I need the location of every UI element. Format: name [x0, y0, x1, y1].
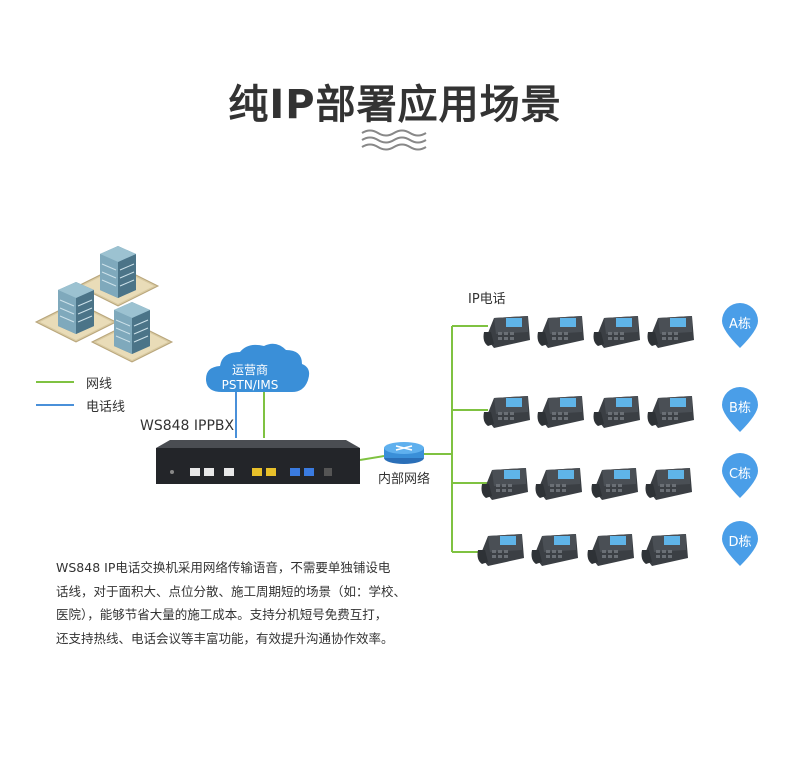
location-marker-icon: D栋 — [722, 521, 758, 566]
ip-phone-icon — [591, 468, 638, 500]
ip-phone-icon — [647, 316, 694, 348]
ip-phone-icon — [531, 534, 578, 566]
router-label: 内部网络 — [378, 472, 431, 487]
phone-row-b — [483, 396, 694, 428]
ip-phone-icon — [535, 468, 582, 500]
building-label: A栋 — [729, 316, 751, 332]
ip-phone-icon — [593, 316, 640, 348]
phone-row-c — [481, 468, 692, 500]
ip-phone-icon — [477, 534, 524, 566]
cloud-label-line2: PSTN/IMS — [222, 378, 279, 392]
ip-phone-icon — [587, 534, 634, 566]
building-label: B栋 — [729, 400, 751, 416]
ip-phone-icon — [481, 468, 528, 500]
device-label: WS848 IPPBX — [140, 418, 235, 434]
network-legend-swatch — [36, 381, 74, 383]
network-line — [359, 455, 385, 461]
building-icon — [91, 301, 173, 363]
ip-phone-icon — [645, 468, 692, 500]
description-line: 还支持热线、电话会议等丰富功能，有效提升沟通协作效率。 — [56, 630, 394, 646]
network-legend-label: 网线 — [86, 377, 113, 392]
building-label: D栋 — [728, 534, 751, 550]
phone-line-legend-swatch — [36, 404, 74, 406]
cloud-label-line1: 运营商 — [232, 362, 268, 377]
ippbx-device — [156, 440, 360, 484]
ip-phone-icon — [483, 316, 530, 348]
location-marker-icon: B栋 — [722, 387, 758, 432]
description-line: WS848 IP电话交换机采用网络传输语音，不需要单独铺设电 — [56, 560, 391, 575]
description-line: 话线，对于面积大、点位分散、施工周期短的场景（如：学校、 — [56, 583, 407, 599]
ip-phone-icon — [537, 316, 584, 348]
page-title: 纯IP部署应用场景 — [228, 82, 562, 128]
phone-row-a — [483, 316, 694, 348]
carrier-cloud-icon — [206, 343, 310, 392]
location-marker-icon: C栋 — [722, 453, 758, 498]
phone-row-d — [477, 534, 688, 566]
ip-phone-icon — [593, 396, 640, 428]
phone-line-legend-label: 电话线 — [86, 400, 126, 415]
description: WS848 IP电话交换机采用网络传输语音，不需要单独铺设电 话线，对于面积大、… — [56, 556, 406, 650]
location-marker-icon: A栋 — [722, 303, 758, 348]
ip-phone-icon — [647, 396, 694, 428]
building-label: C栋 — [729, 466, 751, 482]
description-line: 医院），能够节省大量的施工成本。支持分机短号免费互打， — [56, 607, 388, 622]
ip-phone-icon — [537, 396, 584, 428]
ip-phone-icon — [641, 534, 688, 566]
router-icon — [384, 442, 424, 464]
ip-phone-icon — [483, 396, 530, 428]
phones-label: IP电话 — [468, 292, 506, 307]
wave-divider-icon — [361, 129, 427, 151]
